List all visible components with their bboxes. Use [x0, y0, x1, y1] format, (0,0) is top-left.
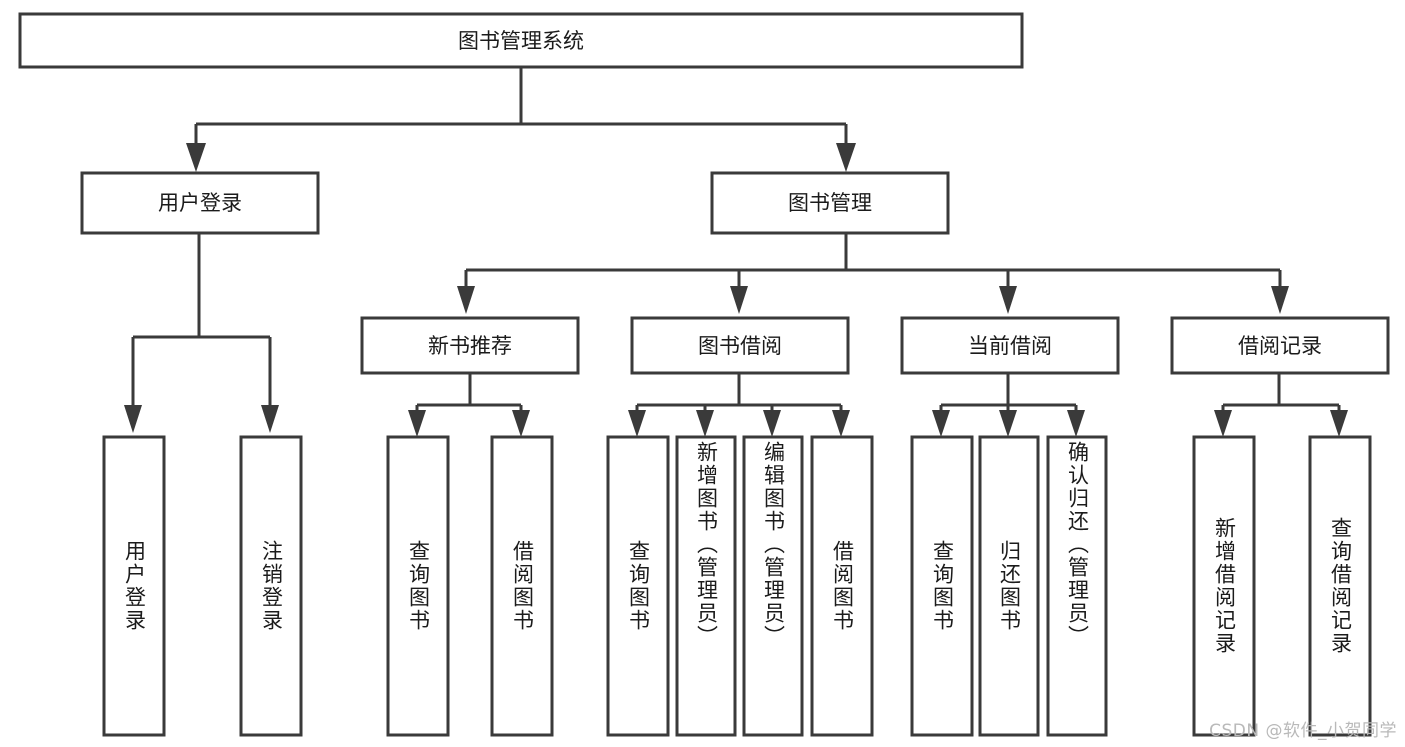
node-current-borrow[interactable]: 当前借阅	[900, 316, 1120, 375]
node-borrow-record[interactable]: 借阅记录	[1170, 316, 1390, 375]
node-leaf-confirm-return[interactable]	[1046, 435, 1108, 737]
node-book-manage[interactable]: 图书管理	[710, 171, 950, 235]
connector-userlogin-to-leaves	[124, 233, 279, 433]
node-book-borrow[interactable]: 图书借阅	[630, 316, 850, 375]
node-root-label: 图书管理系统	[458, 29, 584, 53]
node-leaf-logout[interactable]	[239, 435, 303, 737]
node-leaf-return-book[interactable]	[978, 435, 1040, 737]
connector-bookborrow-to-leaves	[628, 373, 850, 437]
node-leaf-add-record[interactable]	[1192, 435, 1256, 737]
connector-root-to-level2	[186, 67, 856, 172]
connector-newbookrec-to-leaves	[408, 373, 530, 437]
node-leaf-query-book-3[interactable]	[910, 435, 974, 737]
node-borrow-record-label: 借阅记录	[1238, 334, 1322, 358]
node-leaf-query-book-1[interactable]	[386, 435, 450, 737]
connector-currentborrow-to-leaves	[932, 373, 1085, 437]
watermark-text: CSDN @软件_小贺同学	[1209, 721, 1397, 741]
connector-borrowrecord-to-leaves	[1214, 373, 1348, 437]
node-book-manage-label: 图书管理	[788, 191, 872, 215]
node-root[interactable]: 图书管理系统	[18, 12, 1024, 69]
node-user-login[interactable]: 用户登录	[80, 171, 320, 235]
node-leaf-add-book[interactable]	[675, 435, 737, 737]
node-book-borrow-label: 图书借阅	[698, 334, 782, 358]
node-leaf-borrow-book-2[interactable]	[810, 435, 874, 737]
connector-bookmanage-to-level3	[457, 233, 1289, 314]
node-current-borrow-label: 当前借阅	[968, 334, 1052, 358]
node-user-login-label: 用户登录	[158, 191, 242, 215]
node-new-book-rec-label: 新书推荐	[428, 334, 512, 358]
node-leaf-edit-book[interactable]	[742, 435, 804, 737]
node-leaf-borrow-book-1[interactable]	[490, 435, 554, 737]
node-leaf-query-record[interactable]	[1308, 435, 1372, 737]
node-leaf-query-book-2[interactable]	[606, 435, 670, 737]
node-new-book-rec[interactable]: 新书推荐	[360, 316, 580, 375]
node-leaf-user-login[interactable]	[102, 435, 166, 737]
